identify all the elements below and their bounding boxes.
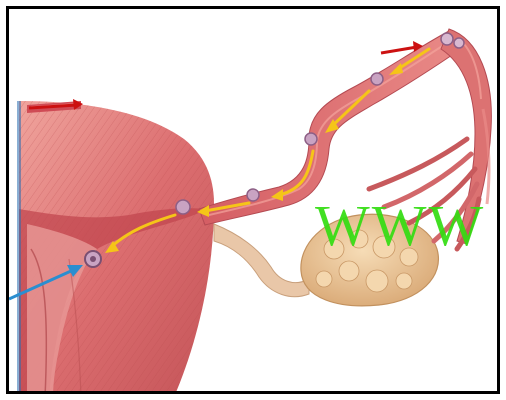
oocyte-icon [441, 33, 453, 45]
reproductive-anatomy-illustration [9, 9, 500, 394]
oocyte-icon [247, 189, 259, 201]
oocyte-icon [305, 133, 317, 145]
oocyte-icon [454, 38, 464, 48]
ovarian-ligament [214, 224, 309, 297]
oocyte-icon [176, 200, 190, 214]
diagram-frame: WWW [6, 6, 500, 394]
ovary [301, 214, 439, 306]
oocyte-icon [371, 73, 383, 85]
